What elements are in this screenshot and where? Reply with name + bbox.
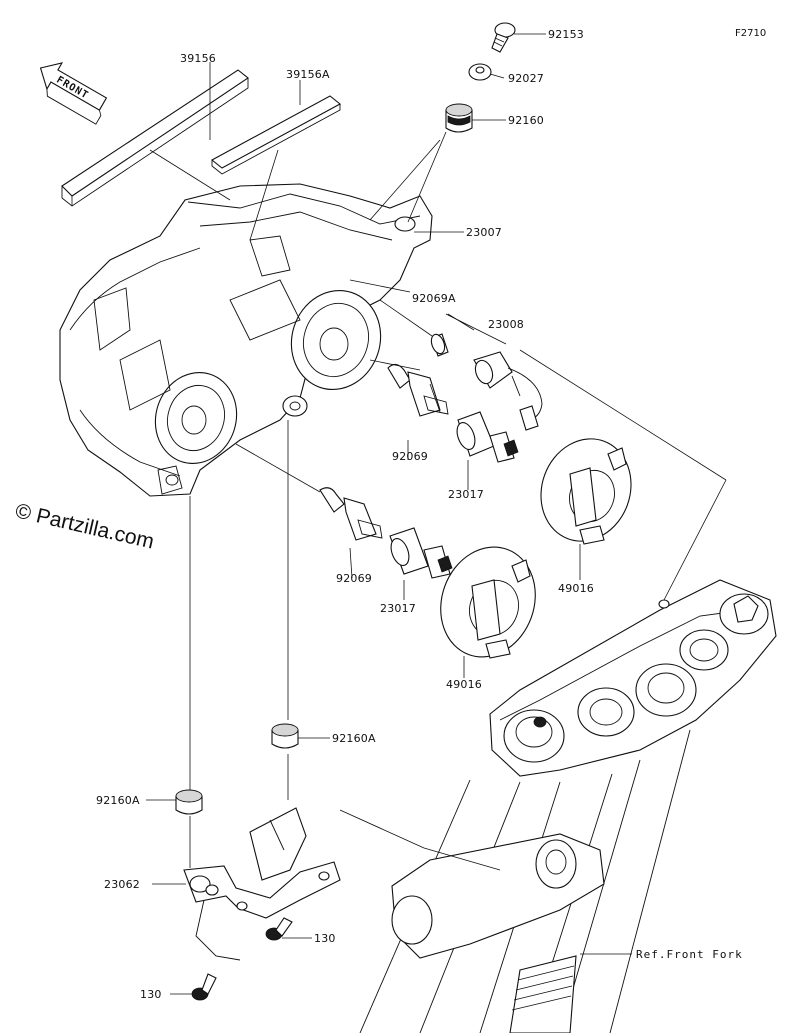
label-39156A: 39156A: [286, 68, 330, 81]
bulb-92069-upper: [387, 363, 449, 417]
dust-cover-49016-upper: [540, 438, 632, 545]
grommet-92160A-left: [175, 789, 203, 815]
socket-23008: [473, 351, 543, 431]
headlight-assembly-23007: [59, 183, 433, 497]
grommet-92160: [445, 103, 473, 133]
leader-lines: [146, 33, 727, 995]
bolt-130-left: [191, 973, 217, 1001]
socket-23017-lower: [389, 527, 453, 579]
label-92160A-right: 92160A: [332, 732, 376, 745]
dust-cover-49016-lower: [440, 546, 536, 659]
label-49016-lower: 49016: [446, 678, 482, 691]
label-23008: 23008: [488, 318, 524, 331]
label-23062: 23062: [104, 878, 140, 891]
front-fork-reference: [359, 579, 777, 1033]
label-92160A-left: 92160A: [96, 794, 140, 807]
bulb-92069A: [430, 333, 449, 357]
bulb-92069-lower: [319, 487, 383, 541]
front-arrow-icon: FRONT: [39, 62, 108, 125]
figure-code: F2710: [735, 28, 766, 39]
label-ref-front-fork: Ref.Front Fork: [636, 948, 743, 961]
label-92160: 92160: [508, 114, 544, 127]
label-23017-upper: 23017: [448, 488, 484, 501]
label-130-right: 130: [314, 932, 336, 945]
bolt-130-right: [265, 917, 293, 941]
watermark: © Partzilla.com: [13, 499, 156, 553]
label-92069A: 92069A: [412, 292, 456, 305]
bracket-23062: [183, 807, 341, 961]
label-92153: 92153: [548, 28, 584, 41]
svg-text:© Partzilla.com: © Partzilla.com: [13, 499, 156, 553]
bolt-92153: [491, 22, 516, 53]
socket-23017-upper: [456, 411, 519, 463]
label-49016-upper: 49016: [558, 582, 594, 595]
collar-92027: [468, 63, 492, 81]
label-39156: 39156: [180, 52, 216, 65]
label-92027: 92027: [508, 72, 544, 85]
label-23007: 23007: [466, 226, 502, 239]
label-23017-lower: 23017: [380, 602, 416, 615]
label-130-left: 130: [140, 988, 162, 1001]
label-92069-upper: 92069: [392, 450, 428, 463]
grommet-92160A-right: [271, 723, 299, 749]
seal-strip-39156: [61, 69, 249, 207]
seal-strip-39156A: [211, 95, 341, 175]
label-92069-lower: 92069: [336, 572, 372, 585]
